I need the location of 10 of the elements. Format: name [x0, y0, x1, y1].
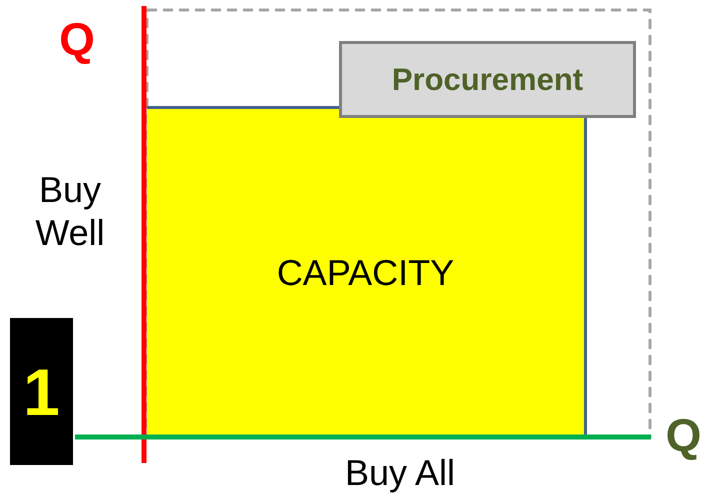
box-label: 1: [23, 354, 60, 430]
capacity-area: [147, 106, 587, 437]
axis-caption: Buy All: [344, 451, 456, 494]
number-badge: [10, 318, 73, 465]
axis-label: Q: [58, 12, 96, 67]
axis-caption: Buy Well: [34, 168, 106, 254]
procurement-box: [339, 41, 636, 118]
axis-label: Q: [664, 408, 702, 463]
box-label: Procurement: [392, 62, 584, 98]
box-label: CAPACITY: [276, 252, 454, 294]
